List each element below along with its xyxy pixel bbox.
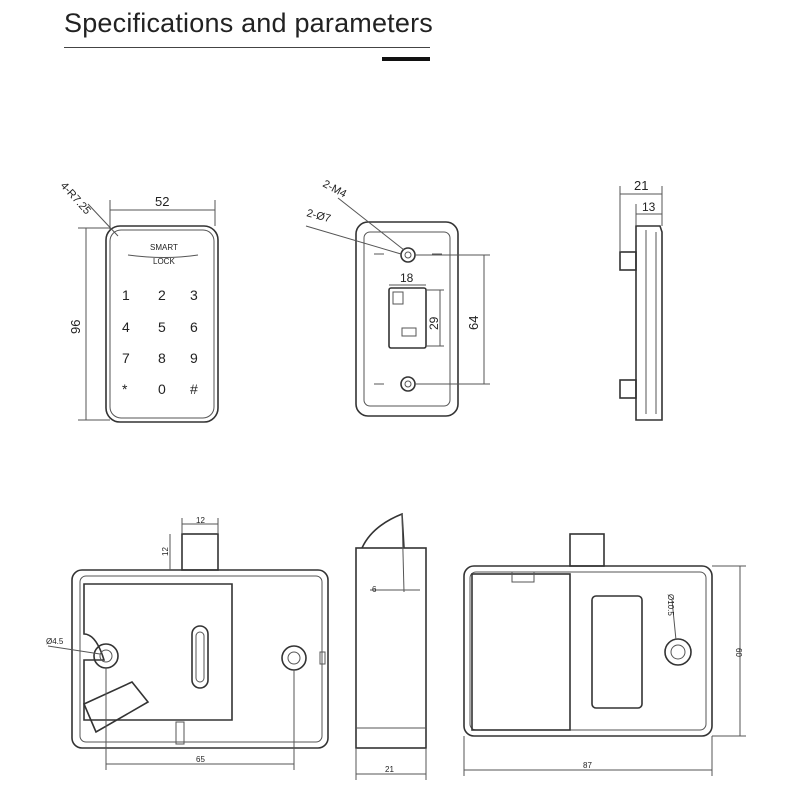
front-width-label: 52 <box>155 194 169 209</box>
key-8[interactable]: 8 <box>158 350 166 366</box>
lock-length-label: 65 <box>196 755 205 764</box>
page-title: Specifications and parameters <box>64 8 433 38</box>
key-6[interactable]: 6 <box>190 319 198 335</box>
front-view: 52 96 4-R7.25 SMART LOCK 1 2 3 4 5 6 7 8… <box>58 180 219 423</box>
lock-body-view: 12 12 Ø4.5 65 <box>46 516 329 770</box>
lock-side-offset-label: 6 <box>372 585 377 594</box>
front-height-label: 96 <box>68 320 83 334</box>
brand-smart-label: SMART <box>150 243 178 252</box>
key-1[interactable]: 1 <box>122 287 130 303</box>
module-height-label: 29 <box>427 316 441 330</box>
lock-back-height-label: 60 <box>734 648 743 657</box>
key-9[interactable]: 9 <box>190 350 198 366</box>
key-3[interactable]: 3 <box>190 287 198 303</box>
side-view: 21 13 <box>619 178 663 421</box>
hole-spacing-label: 64 <box>466 316 481 330</box>
lock-back-hole-label: Ø10.5 <box>666 594 675 616</box>
lock-side-view: 6 21 <box>355 512 427 780</box>
bolt-height-label: 12 <box>161 547 170 556</box>
key-hash[interactable]: # <box>190 381 198 397</box>
key-7[interactable]: 7 <box>122 350 130 366</box>
key-0[interactable]: 0 <box>158 381 166 397</box>
bolt-width-label: 12 <box>196 516 205 525</box>
hole-label: 2-Ø7 <box>305 207 332 225</box>
brand-lock-label: LOCK <box>153 257 175 266</box>
lock-back-length-label: 87 <box>583 761 592 770</box>
lock-hole-label: Ø4.5 <box>46 637 64 646</box>
title-underline <box>64 47 430 48</box>
lock-back-view: Ø10.5 60 87 <box>463 533 746 776</box>
key-4[interactable]: 4 <box>122 319 130 335</box>
key-5[interactable]: 5 <box>158 319 166 335</box>
lock-side-depth-label: 21 <box>385 765 394 774</box>
title-accent-bar <box>382 57 430 61</box>
front-radius-label: 4-R7.25 <box>58 180 93 217</box>
screw-label: 2-M4 <box>321 178 349 200</box>
side-inner-depth-label: 13 <box>642 200 656 214</box>
module-width-label: 18 <box>400 271 414 285</box>
key-star[interactable]: * <box>122 381 128 397</box>
key-2[interactable]: 2 <box>158 287 166 303</box>
back-view: 18 29 64 2-M4 2-Ø7 <box>305 178 490 417</box>
side-depth-label: 21 <box>634 178 648 193</box>
